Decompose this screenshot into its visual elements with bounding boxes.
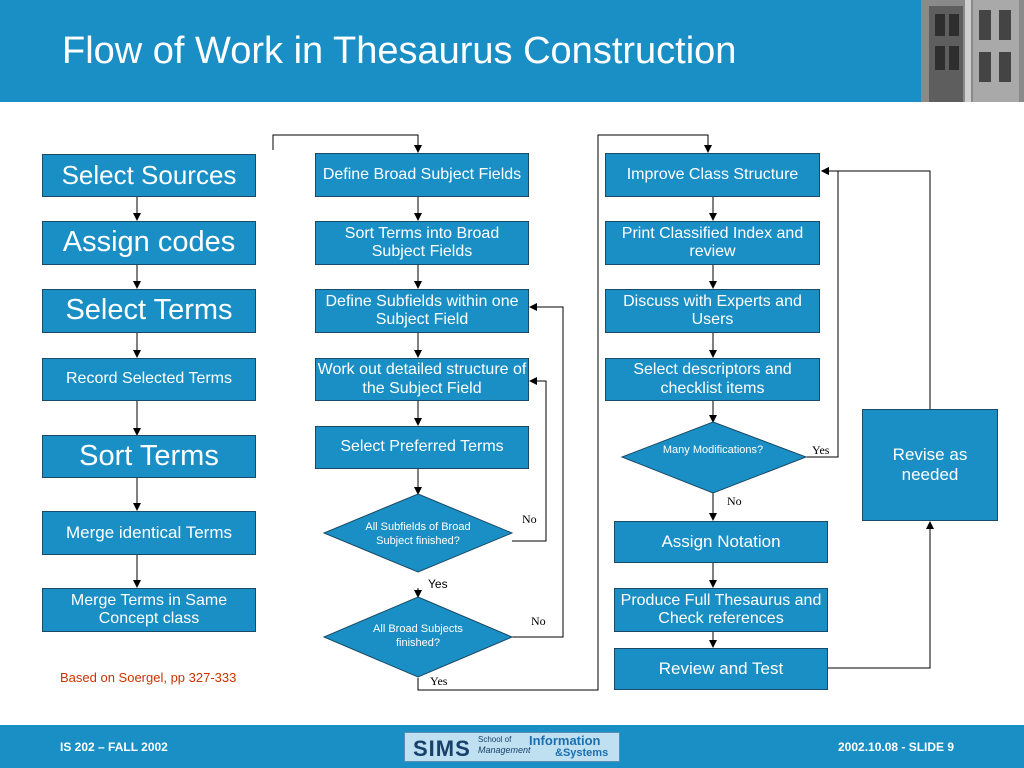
merge-identical-terms-box: Merge identical Terms <box>42 511 256 555</box>
record-selected-terms-box: Record Selected Terms <box>42 358 256 401</box>
select-terms-box: Select Terms <box>42 289 256 333</box>
decision-diamond-modifications <box>620 421 808 494</box>
decision-diamond-broad <box>322 596 514 678</box>
logo-information: Information <box>529 733 601 748</box>
define-broad-subject-fields-box: Define Broad Subject Fields <box>315 153 529 197</box>
no-label-broad: No <box>531 614 546 628</box>
produce-full-thesaurus-box: Produce Full Thesaurus and Check referen… <box>614 588 828 632</box>
slide-number: 2002.10.08 - SLIDE 9 <box>838 740 955 754</box>
slide-title: Flow of Work in Thesaurus Construction <box>62 30 737 72</box>
decision-broad-label: All Broad Subjects finished? <box>373 623 463 650</box>
select-preferred-terms-box: Select Preferred Terms <box>315 426 529 469</box>
review-and-test-box: Review and Test <box>614 648 828 690</box>
improve-class-structure-box: Improve Class Structure <box>605 153 820 197</box>
no-label-modifications: No <box>727 494 742 508</box>
sims-logo: SIMS School of Management Information &S… <box>404 732 620 762</box>
logo-systems: &Systems <box>555 747 609 759</box>
logo-school-of: School of <box>478 735 512 744</box>
sort-into-broad-box: Sort Terms into Broad Subject Fields <box>315 221 529 265</box>
logo-management: Management <box>478 745 531 755</box>
source-credit: Based on Soergel, pp 327-333 <box>60 670 237 685</box>
decision-subfields-label: All Subfields of Broad Subject finished? <box>365 521 471 548</box>
sort-terms-box: Sort Terms <box>42 435 256 478</box>
course-label: IS 202 – FALL 2002 <box>60 740 168 754</box>
building-photo <box>921 0 1024 102</box>
assign-codes-box: Assign codes <box>42 221 256 265</box>
logo-sims-text: SIMS <box>413 736 471 761</box>
revise-as-needed-box: Revise as needed <box>862 409 998 521</box>
select-descriptors-box: Select descriptors and checklist items <box>605 358 820 401</box>
decision-modifications-label: Many Modifications? <box>662 444 764 456</box>
yes-label-subfields: Yes <box>428 577 448 591</box>
work-out-structure-box: Work out detailed structure of the Subje… <box>315 358 529 401</box>
no-label-subfields: No <box>522 512 537 526</box>
yes-label-modifications: Yes <box>812 443 830 457</box>
discuss-experts-box: Discuss with Experts and Users <box>605 289 820 333</box>
select-sources-box: Select Sources <box>42 154 256 197</box>
assign-notation-box: Assign Notation <box>614 521 828 563</box>
merge-terms-concept-box: Merge Terms in Same Concept class <box>42 588 256 632</box>
define-subfields-box: Define Subfields within one Subject Fiel… <box>315 289 529 333</box>
header-bar <box>0 0 1024 102</box>
decision-diamond-subfields <box>322 493 514 573</box>
yes-label-broad: Yes <box>430 674 448 688</box>
print-classified-index-box: Print Classified Index and review <box>605 221 820 265</box>
